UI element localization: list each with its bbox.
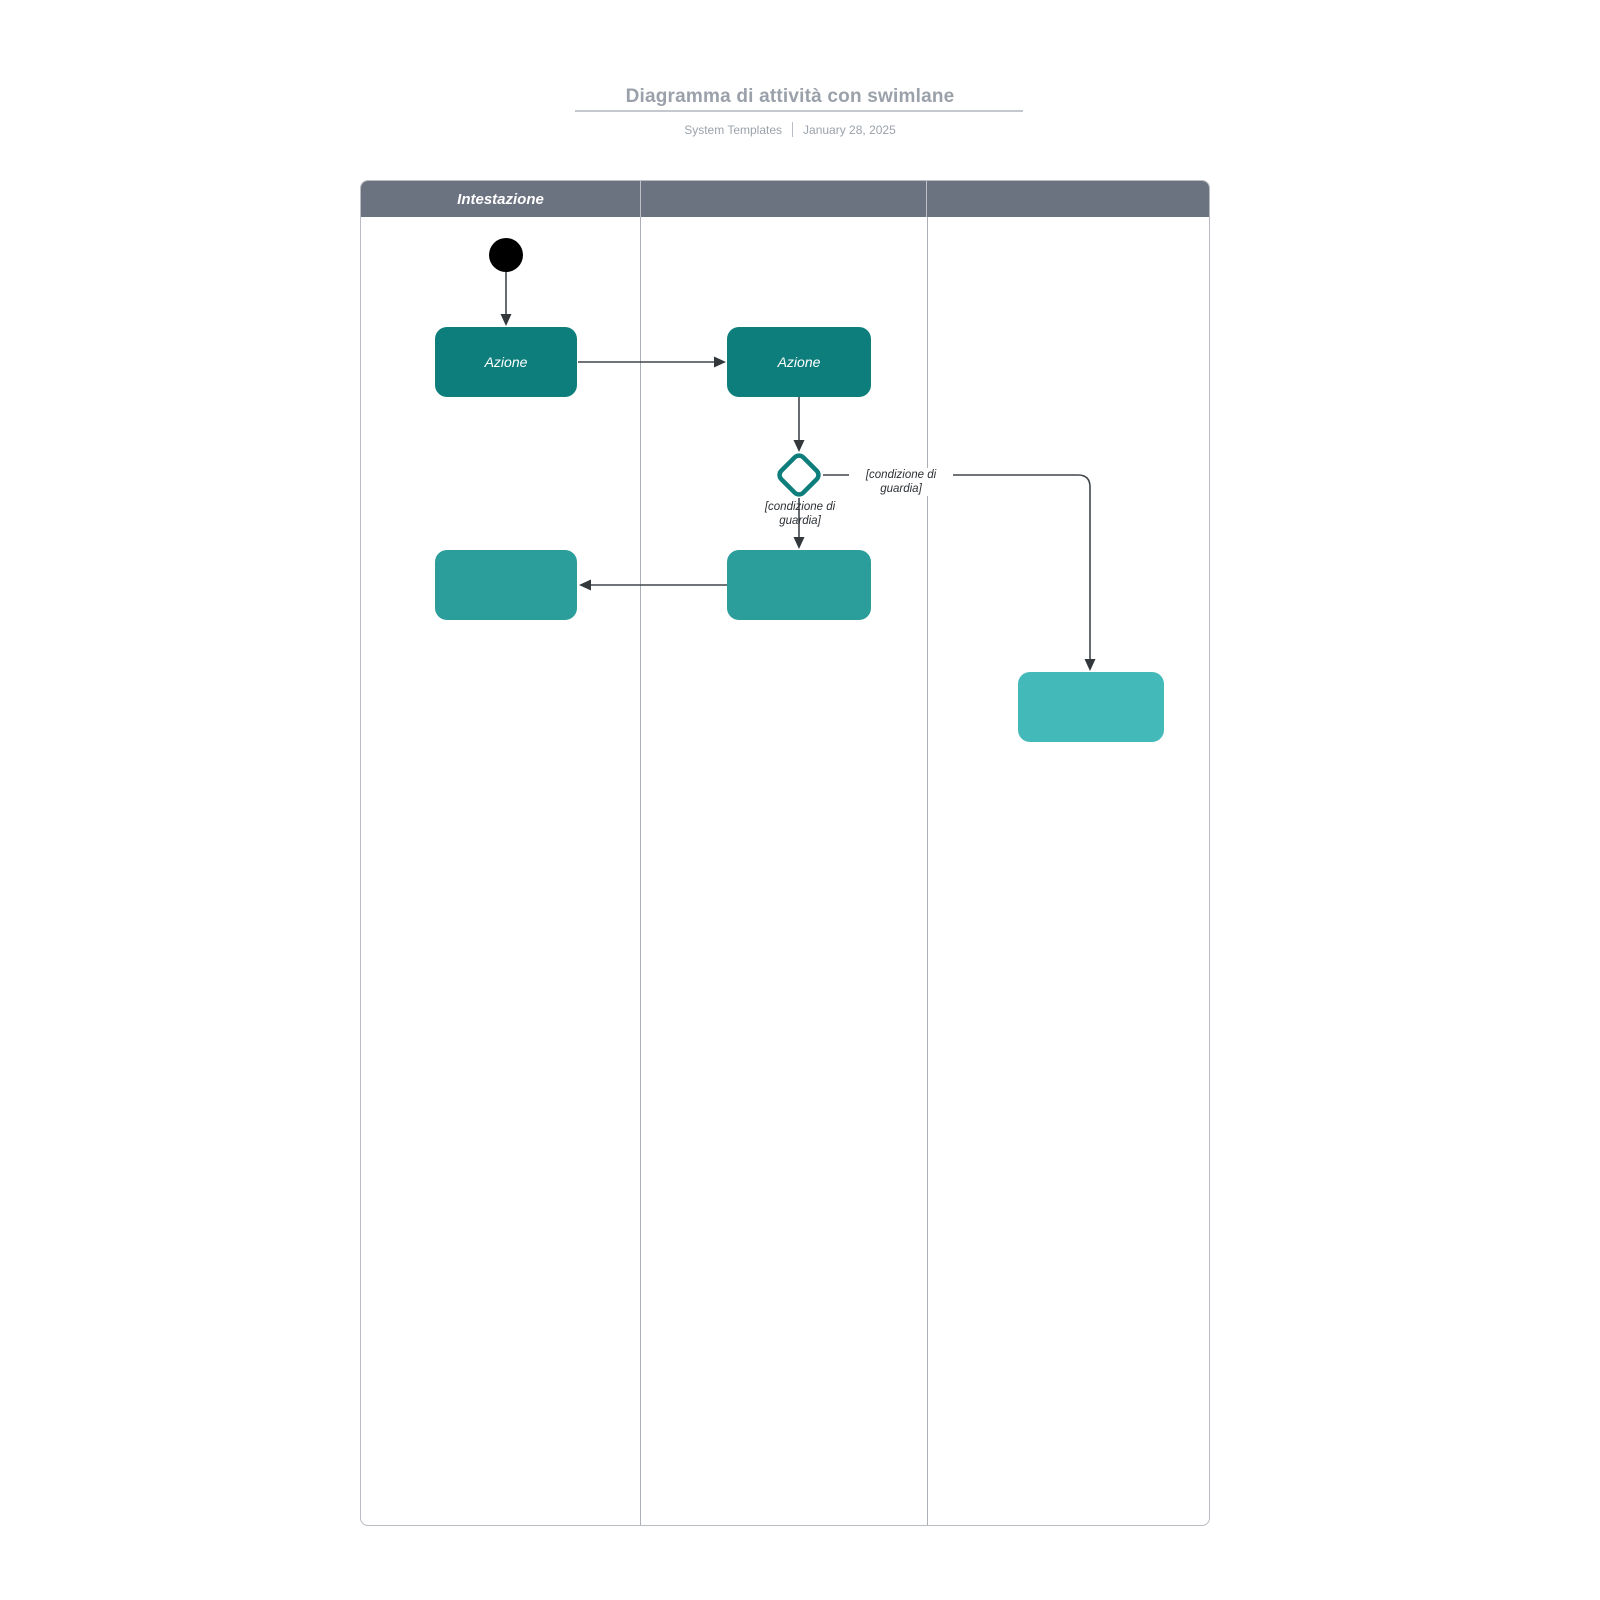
meta-date: January 28, 2025	[803, 122, 896, 137]
page-title: Diagramma di attività con swimlane	[625, 86, 955, 107]
swimlane-header-row: Intestazione	[361, 181, 1209, 217]
action-node-1[interactable]: Azione	[435, 327, 577, 397]
lane-header-2[interactable]	[640, 181, 927, 217]
lane-divider-1	[640, 217, 641, 1525]
lane-header-1-label: Intestazione	[457, 190, 544, 208]
action-node-1-label: Azione	[484, 354, 528, 370]
lane-header-1[interactable]: Intestazione	[361, 181, 640, 217]
guard-label-down: [condizione di guardia]	[764, 501, 836, 527]
swimlane-pool: Intestazione	[360, 180, 1210, 1526]
title-underline	[575, 110, 1023, 112]
action-node-2[interactable]: Azione	[727, 327, 871, 397]
lane-divider-2	[927, 217, 928, 1525]
lane-header-3[interactable]	[927, 181, 1209, 217]
guard-label-right: [condizione di guardia]	[849, 468, 953, 496]
initial-node[interactable]	[489, 238, 523, 272]
action-node-5[interactable]	[1018, 672, 1164, 742]
meta-author: System Templates	[684, 122, 783, 137]
meta-separator	[792, 122, 794, 137]
action-node-4[interactable]	[435, 550, 577, 620]
document-meta: System Templates January 28, 2025	[0, 122, 1580, 137]
action-node-3[interactable]	[727, 550, 871, 620]
action-node-2-label: Azione	[777, 354, 821, 370]
